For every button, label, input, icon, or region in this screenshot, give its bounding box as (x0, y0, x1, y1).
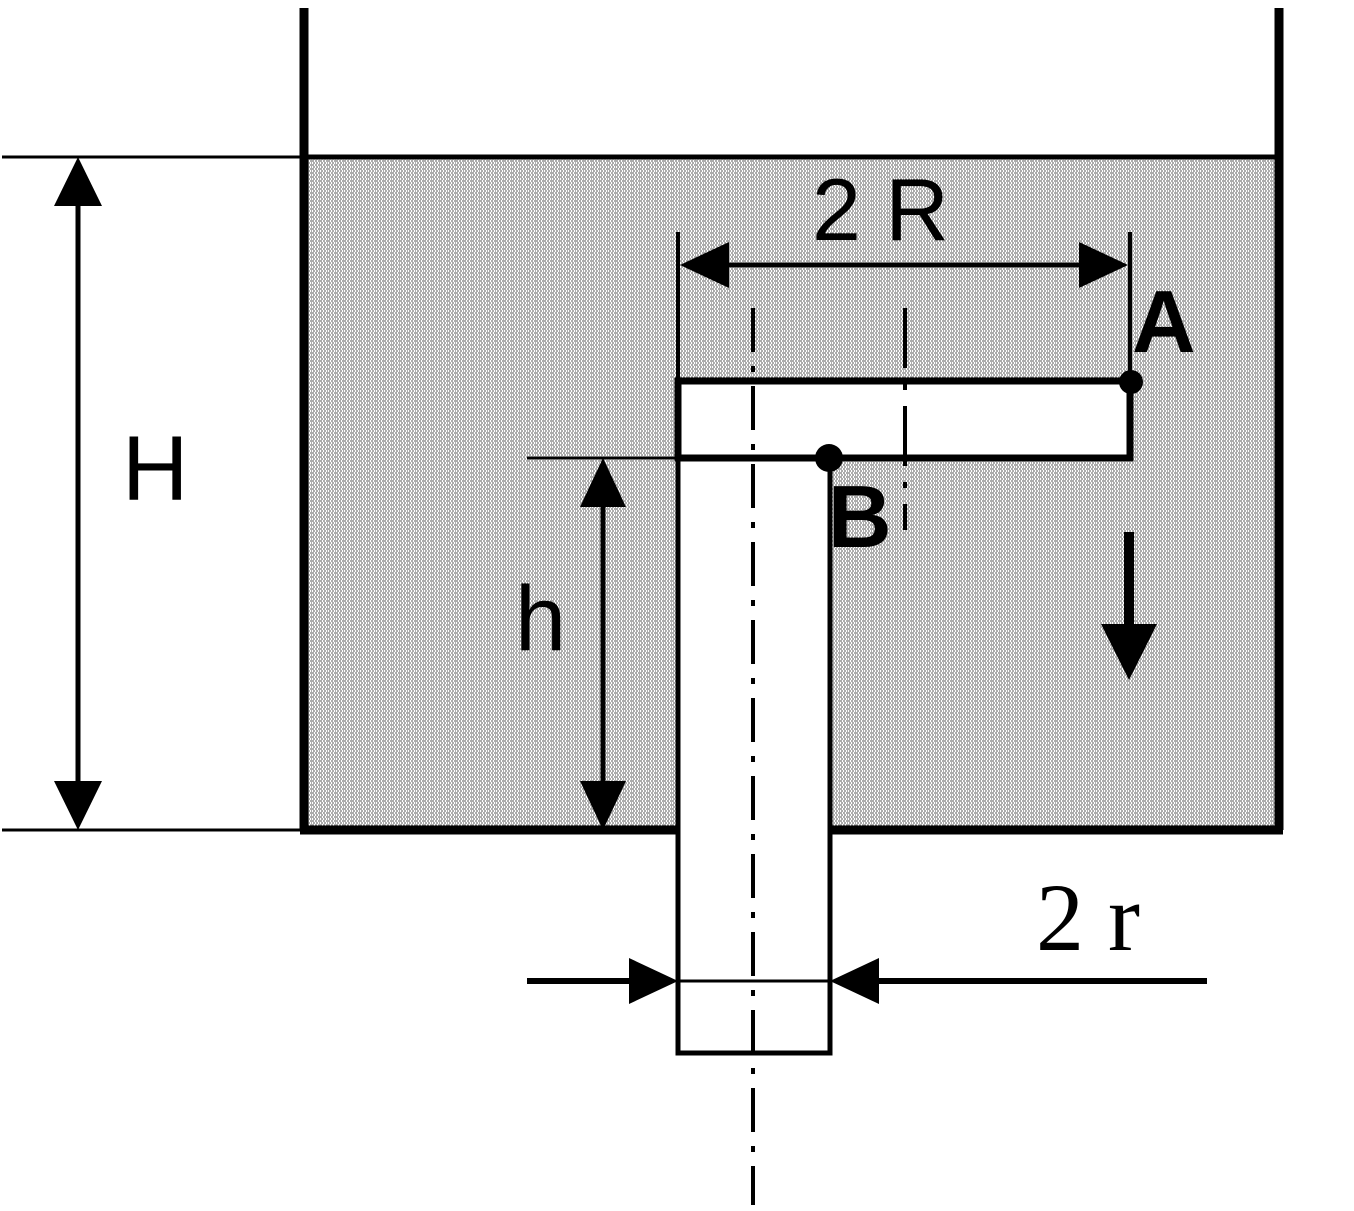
point-B-label: B (828, 467, 892, 566)
2r-arrow-right-icon (629, 958, 678, 1004)
2R-arrow-left-icon (680, 242, 729, 288)
point-B-marker (815, 444, 843, 472)
2R-label: 2 R (812, 160, 949, 259)
point-A-label: A (1132, 272, 1196, 371)
h-arrow-up-icon (580, 458, 626, 507)
h-arrow-down-icon (580, 781, 626, 830)
2r-arrow-left-icon (830, 958, 879, 1004)
motion-arrow-down-icon (1101, 624, 1157, 680)
point-A-marker (1119, 370, 1143, 394)
2r-label: 2 r (1036, 864, 1140, 971)
h-label: h (515, 568, 566, 670)
H-label: H (122, 418, 188, 520)
H-arrow-down-icon (54, 781, 102, 830)
2R-arrow-right-icon (1079, 242, 1128, 288)
H-arrow-up-icon (54, 157, 102, 206)
